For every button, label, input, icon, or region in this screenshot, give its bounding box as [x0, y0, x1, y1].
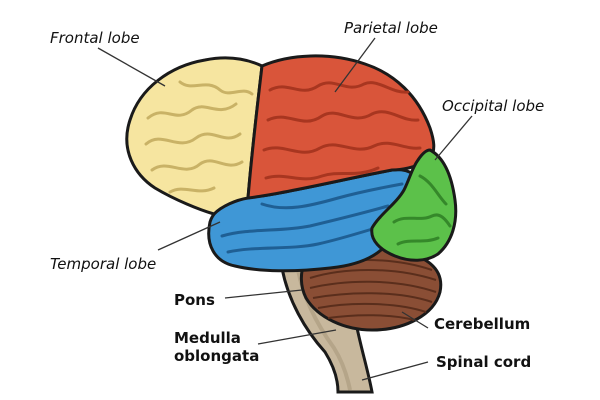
- pons-label: Pons: [174, 291, 215, 309]
- parietal-leader: [334, 37, 376, 93]
- occipital-leader: [434, 115, 473, 161]
- occipital-gyri: [392, 174, 452, 246]
- cerebellum-leader: [401, 311, 429, 329]
- occipital-lobe-label: Occipital lobe: [442, 97, 545, 115]
- frontal-leader: [97, 47, 166, 87]
- temporal-leader: [157, 221, 221, 251]
- occipital-lobe-shape: [370, 148, 458, 262]
- frontal-gyri: [144, 80, 254, 194]
- medulla-label-line2: oblongata: [174, 347, 260, 365]
- leader-lines: [97, 37, 473, 381]
- parietal-lobe-shape: [246, 54, 436, 200]
- spinal-cord-leader: [361, 361, 429, 381]
- parietal-lobe-label: Parietal lobe: [344, 19, 438, 37]
- pons-leader: [224, 289, 303, 299]
- temporal-lobe-label: Temporal lobe: [50, 255, 157, 273]
- medulla-leader: [257, 329, 337, 345]
- medulla-label-line1: Medulla: [174, 329, 241, 347]
- frontal-lobe-label: Frontal lobe: [50, 29, 140, 47]
- cerebellum-label: Cerebellum: [434, 315, 531, 333]
- spinal-cord-label: Spinal cord: [436, 353, 532, 371]
